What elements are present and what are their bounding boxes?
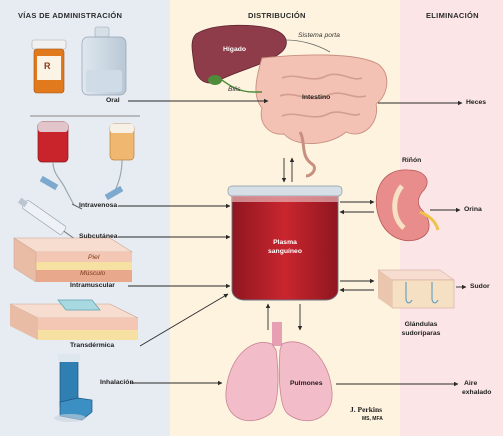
label-exhaled-line2: exhalado xyxy=(462,389,491,397)
credit-degrees: MS, MFA xyxy=(362,415,383,423)
label-transdermal: Transdérmica xyxy=(70,342,114,350)
label-plasma-line2: sanguíneo xyxy=(255,248,315,256)
bottle-label: R xyxy=(44,62,51,70)
iv-bags-icon xyxy=(30,116,140,209)
syrup-bottle-icon xyxy=(82,27,126,95)
portal-vein-line xyxy=(286,40,330,52)
label-sweat-glands-line2: sudoríparas xyxy=(384,330,458,338)
label-subcutaneous: Subcutánea xyxy=(79,233,118,241)
header-elimination: ELIMINACIÓN xyxy=(426,11,479,20)
label-kidney: Riñón xyxy=(402,157,421,165)
syringe-icon xyxy=(17,196,78,243)
skin-block-subcutaneous xyxy=(14,238,132,282)
label-portal-system: Sistema porta xyxy=(298,32,340,40)
label-inhalation: Inhalación xyxy=(100,379,134,387)
label-urine: Orina xyxy=(464,206,482,214)
label-bile: Bilis xyxy=(228,86,240,94)
label-intestine: Intestino xyxy=(302,94,330,102)
label-skin: Piel xyxy=(88,254,99,262)
label-plasma-line1: Plasma xyxy=(255,239,315,247)
label-lungs: Pulmones xyxy=(290,380,322,388)
sweat-gland-block xyxy=(378,270,454,308)
kidney-organ xyxy=(376,170,438,241)
label-oral: Oral xyxy=(106,97,120,105)
intestine-organ xyxy=(256,55,387,176)
label-muscle: Músculo xyxy=(80,270,105,278)
label-sweat-glands-line1: Glándulas xyxy=(384,321,458,329)
label-liver: Hígado xyxy=(223,46,246,54)
label-intravenous: Intravenosa xyxy=(79,202,117,210)
label-exhaled-line1: Aire xyxy=(464,380,477,388)
label-intramuscular: Intramuscular xyxy=(70,282,115,290)
credit-author: J. Perkins xyxy=(350,406,382,414)
header-routes: VÍAS DE ADMINISTRACIÓN xyxy=(18,11,122,20)
label-feces: Heces xyxy=(466,99,486,107)
label-sweat: Sudor xyxy=(470,283,490,291)
inhaler-icon xyxy=(54,354,92,422)
lungs-organ xyxy=(226,322,332,421)
header-distribution: DISTRIBUCIÓN xyxy=(248,11,306,20)
skin-block-transdermal xyxy=(10,300,138,340)
